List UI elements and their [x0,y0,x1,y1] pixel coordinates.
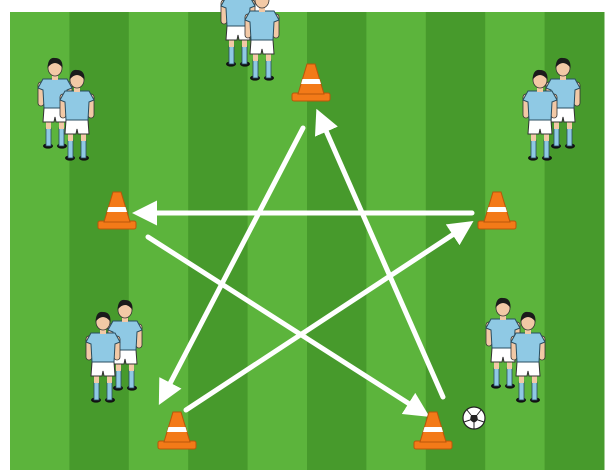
pitch-stripe [426,12,486,470]
pitch-stripe [248,12,308,470]
soccer-ball-icon [463,407,485,429]
